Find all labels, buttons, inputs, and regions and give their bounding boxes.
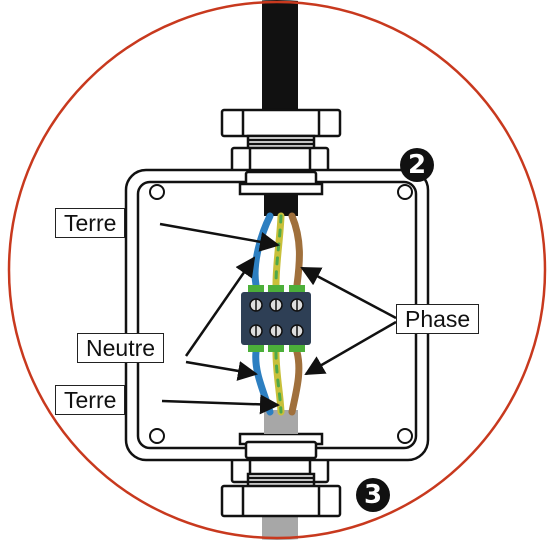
arrow-phase-bottom [304,320,397,376]
screw-hole-bottom-right [397,428,413,444]
screw-hole-top-right [397,184,413,200]
screw-holes [149,184,413,444]
label-terre-bottom: Terre [55,385,126,415]
phase-wire-bottom [288,348,303,416]
pointer-arrows [159,222,397,415]
diagram-circle [7,0,547,540]
terminal-block [241,285,311,352]
badge-top: 2 [400,148,434,182]
label-phase: Phase [396,304,480,334]
arrow-neutre-bottom [185,360,258,381]
bottom-cable-gland [220,454,342,518]
arrow-phase-top [300,266,397,320]
label-neutre: Neutre [77,333,165,363]
arrow-terre-top [159,222,280,252]
top-cable [262,0,298,112]
label-terre-top: Terre [55,208,126,238]
wires [251,212,303,416]
phase-wire-top [288,212,303,289]
terminal-screws [249,298,304,338]
arrow-neutre-top [184,256,256,357]
badge-bottom: 3 [356,478,390,512]
top-cable-sheath-stub [264,194,298,216]
top-cable-gland [220,108,342,174]
arrow-terre-bottom [161,394,280,415]
screw-hole-bottom-left [149,428,165,444]
screw-hole-top-left [149,184,165,200]
